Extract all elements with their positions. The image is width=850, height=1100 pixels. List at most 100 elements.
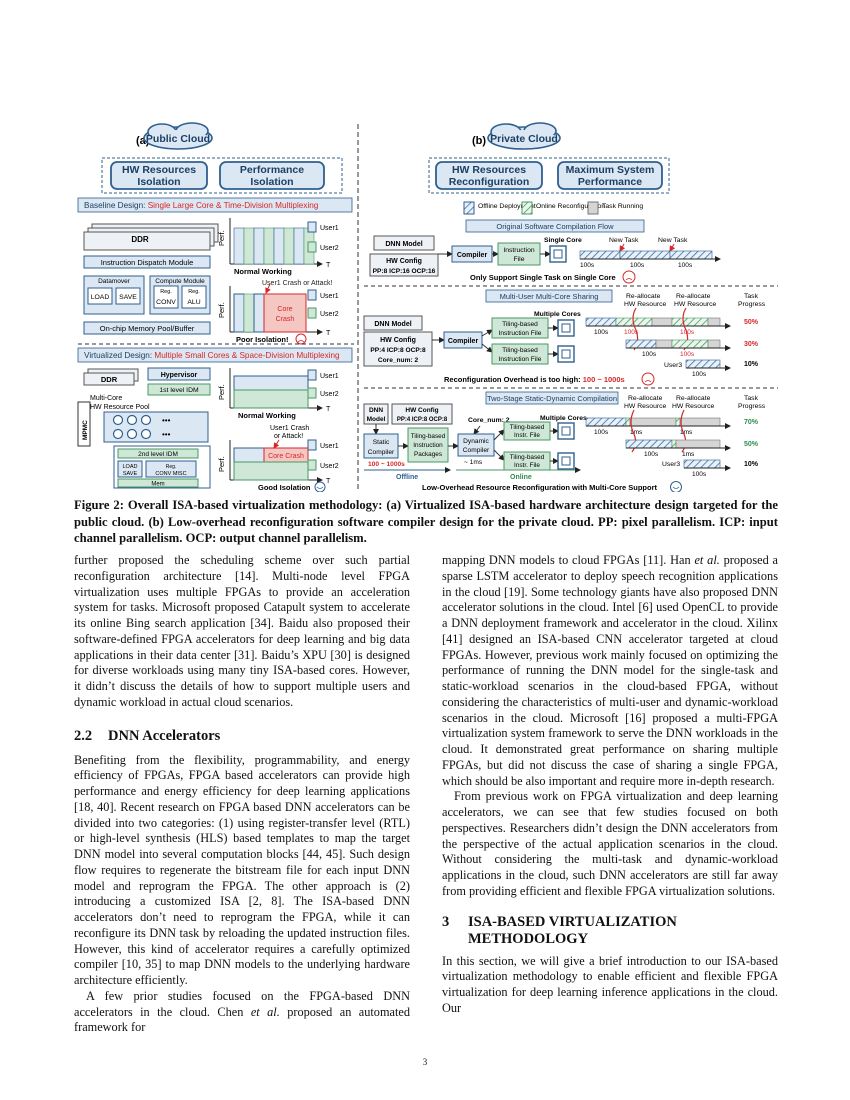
figure-2: (a) Public Cloud HW Resources Isolation …: [74, 118, 778, 492]
svg-text:User1: User1: [320, 293, 339, 300]
svg-text:Re-allocate: Re-allocate: [676, 293, 711, 300]
svg-text:T: T: [326, 330, 331, 337]
svg-text:SAVE: SAVE: [119, 294, 137, 301]
svg-text:Performance: Performance: [578, 176, 642, 188]
svg-text:Re-allocate: Re-allocate: [626, 293, 661, 300]
svg-text:100s: 100s: [624, 329, 639, 336]
svg-text:50%: 50%: [744, 441, 759, 448]
svg-text:100s: 100s: [642, 351, 657, 358]
svg-text:HW Config: HW Config: [386, 258, 422, 265]
svg-text:1ms: 1ms: [680, 429, 693, 436]
svg-text:User2: User2: [320, 245, 339, 252]
svg-text:User1: User1: [320, 373, 339, 380]
svg-text:Compiler: Compiler: [368, 449, 395, 456]
svg-text:100s: 100s: [692, 371, 707, 378]
svg-text:User1: User1: [320, 443, 339, 450]
svg-text:Performance: Performance: [240, 164, 304, 176]
svg-text:HW Resources: HW Resources: [122, 164, 196, 176]
svg-text:Multi-Core: Multi-Core: [90, 395, 122, 402]
chart-poor-isolation: Perf. Core Crash User1 Crash or Attack! …: [217, 280, 339, 345]
svg-text:New Task: New Task: [658, 237, 688, 244]
svg-text:Tiling-based: Tiling-based: [411, 433, 446, 440]
paragraph: further proposed the scheduling scheme o…: [74, 553, 410, 709]
svg-text:Reg.: Reg.: [166, 464, 177, 470]
left-column: further proposed the scheduling scheme o…: [74, 553, 410, 1036]
svg-text:Perf.: Perf.: [217, 456, 226, 472]
private-cloud: Private Cloud: [487, 122, 561, 150]
svg-text:100s: 100s: [680, 351, 695, 358]
svg-text:LOAD: LOAD: [91, 294, 110, 301]
svg-text:Maximum System: Maximum System: [566, 164, 655, 176]
svg-text:Instr. File: Instr. File: [514, 432, 540, 439]
svg-text:100s: 100s: [692, 471, 707, 478]
svg-text:Private Cloud: Private Cloud: [490, 133, 558, 145]
svg-text:100s: 100s: [678, 262, 693, 269]
svg-text:Public Cloud: Public Cloud: [146, 133, 210, 145]
svg-text:DNN Model: DNN Model: [385, 241, 422, 248]
svg-text:Datamover: Datamover: [98, 278, 131, 285]
svg-text:Progress: Progress: [738, 403, 766, 410]
svg-text:Instruction: Instruction: [503, 247, 535, 254]
svg-text:User2: User2: [320, 391, 339, 398]
svg-text:HW Resource: HW Resource: [674, 301, 717, 308]
svg-text:HW Resource: HW Resource: [624, 403, 667, 410]
svg-text:User1: User1: [320, 225, 339, 232]
svg-text:Instr. File: Instr. File: [514, 462, 540, 469]
svg-text:HW Resource: HW Resource: [672, 403, 715, 410]
svg-text:•••: •••: [162, 416, 171, 425]
svg-text:Tiling-based: Tiling-based: [510, 424, 545, 431]
svg-text:MPMC: MPMC: [82, 420, 89, 440]
svg-text:Crash: Crash: [276, 316, 295, 323]
figure-caption: Figure 2: Overall ISA-based virtualizati…: [74, 498, 778, 545]
svg-text:Instruction Dispatch Module: Instruction Dispatch Module: [101, 258, 194, 267]
svg-text:Task: Task: [744, 293, 759, 300]
svg-text:1st level IDM: 1st level IDM: [159, 387, 199, 394]
svg-text:Instruction File: Instruction File: [499, 356, 542, 363]
svg-text:Dynamic: Dynamic: [463, 438, 489, 445]
svg-text:Reconfiguration Overhead is to: Reconfiguration Overhead is too high: 10…: [444, 375, 625, 384]
svg-text:Two-Stage Static-Dynamic Compi: Two-Stage Static-Dynamic Compilation: [487, 394, 617, 403]
svg-text:1ms: 1ms: [630, 429, 643, 436]
svg-text:User3: User3: [664, 362, 682, 369]
svg-text:Instruction: Instruction: [413, 442, 443, 449]
svg-text:Perf.: Perf.: [217, 230, 226, 246]
right-column: mapping DNN models to cloud FPGAs [11]. …: [442, 553, 778, 1017]
chart-virtualized-normal: Perf. User1 User2 T Normal Working: [217, 368, 339, 420]
svg-text:Tiling-based: Tiling-based: [502, 347, 538, 354]
svg-text:Poor Isolation!: Poor Isolation!: [236, 335, 289, 344]
svg-text:Mem: Mem: [151, 482, 164, 488]
svg-text:PP:4 ICP:8 OCP:8: PP:4 ICP:8 OCP:8: [370, 347, 426, 354]
svg-text:Tiling-based: Tiling-based: [502, 321, 538, 328]
panel-a: (a) Public Cloud HW Resources Isolation …: [77, 122, 354, 492]
svg-text:Virtualized Design: Multiple S: Virtualized Design: Multiple Small Cores…: [84, 351, 340, 360]
svg-text:70%: 70%: [744, 419, 759, 426]
svg-text:1ms: 1ms: [682, 451, 695, 458]
svg-text:(b): (b): [472, 135, 486, 147]
paragraph: mapping DNN models to cloud FPGAs [11]. …: [442, 553, 778, 788]
svg-text:30%: 30%: [744, 341, 759, 348]
svg-text:SAVE: SAVE: [123, 471, 138, 477]
svg-text:Task: Task: [744, 395, 759, 402]
svg-text:Good Isolation: Good Isolation: [258, 483, 311, 492]
svg-text:Compiler: Compiler: [457, 252, 488, 259]
page-number: 3: [422, 1057, 428, 1067]
svg-text:Normal Working: Normal Working: [238, 411, 296, 420]
svg-text:On-chip Memory Pool/Buffer: On-chip Memory Pool/Buffer: [100, 324, 195, 333]
svg-text:Compiler: Compiler: [463, 447, 490, 454]
svg-text:Compute Module: Compute Module: [155, 278, 205, 285]
svg-text:Online: Online: [510, 474, 532, 481]
svg-text:or Attack!: or Attack!: [274, 433, 303, 440]
svg-text:Original Software Compilation: Original Software Compilation Flow: [496, 222, 614, 231]
svg-text:Online Reconfiguration: Online Reconfiguration: [536, 203, 605, 210]
svg-text:T: T: [326, 478, 331, 485]
svg-text:Baseline Design: Single Large: Baseline Design: Single Large Core & Tim…: [84, 201, 319, 210]
svg-text:Perf.: Perf.: [217, 384, 226, 400]
svg-text:CONV MISC: CONV MISC: [155, 471, 186, 477]
svg-text:2nd level IDM: 2nd level IDM: [138, 451, 178, 458]
svg-text:100s: 100s: [594, 429, 609, 436]
svg-text:User1 Crash or Attack!: User1 Crash or Attack!: [262, 280, 332, 287]
svg-text:Isolation: Isolation: [137, 176, 180, 188]
svg-text:Multi-User Multi-Core Sharing: Multi-User Multi-Core Sharing: [500, 292, 599, 301]
svg-text:Only Support Single Task on Si: Only Support Single Task on Single Core: [470, 273, 616, 282]
